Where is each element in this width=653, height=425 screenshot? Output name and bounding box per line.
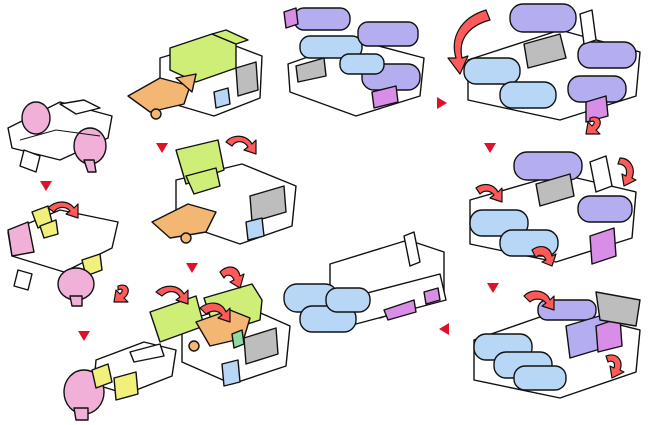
step-3-figure — [63, 341, 177, 421]
rotate-arrow-icon — [585, 116, 601, 135]
arrow-right-icon — [437, 97, 447, 109]
arrow-down-icon — [484, 143, 496, 153]
step-4-figure — [127, 29, 263, 120]
rotate-arrow-icon — [47, 201, 79, 219]
step-2-figure — [7, 205, 119, 307]
rotate-arrow-icon — [523, 290, 555, 311]
step-arrows — [40, 97, 499, 341]
arrow-down-icon — [78, 331, 90, 341]
rotate-arrow-icon — [475, 183, 503, 203]
step-8-figure — [463, 3, 641, 123]
arrow-down-icon — [487, 283, 499, 293]
rotate-arrow-icon — [113, 284, 129, 303]
rotate-arrow-icon — [447, 9, 491, 75]
arrow-left-icon — [439, 323, 449, 335]
step-11-figure — [283, 231, 447, 333]
rotate-arrow-icon — [199, 302, 231, 323]
arrow-down-icon — [156, 143, 168, 153]
arrow-down-icon — [40, 181, 52, 191]
step-6-figure — [149, 283, 291, 387]
twist-arrows — [47, 9, 637, 379]
rotate-arrow-icon — [225, 135, 257, 155]
rotate-arrow-icon — [219, 266, 245, 289]
step-10-figure — [473, 291, 641, 399]
step-9-figure — [469, 151, 637, 265]
step-1-figure — [7, 99, 113, 173]
rotate-arrow-icon — [531, 246, 557, 267]
rotate-arrow-icon — [605, 354, 625, 379]
step-7-figure — [283, 7, 425, 117]
rotate-arrow-icon — [155, 285, 189, 305]
arrow-down-icon — [186, 263, 198, 273]
step-5-figure — [151, 139, 297, 245]
rotate-arrow-icon — [617, 157, 637, 187]
